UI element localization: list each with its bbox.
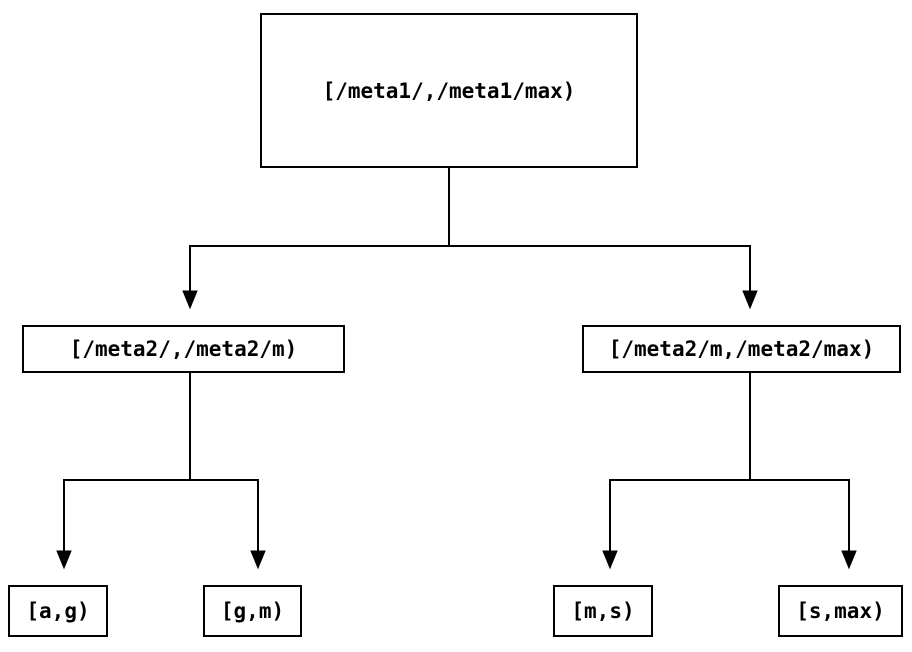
tree-node-mid-left: [/meta2/,/meta2/m): [22, 325, 345, 373]
node-label: [s,max): [796, 599, 885, 623]
tree-node-leaf-ag: [a,g): [8, 585, 108, 637]
node-label: [m,s): [571, 599, 635, 623]
arrowhead-down-icon: [742, 290, 758, 310]
arrowhead-down-icon: [56, 550, 72, 570]
tree-node-leaf-smax: [s,max): [778, 585, 903, 637]
tree-node-root: [/meta1/,/meta1/max): [260, 13, 638, 168]
arrowhead-down-icon: [182, 290, 198, 310]
arrowhead-down-icon: [250, 550, 266, 570]
node-label: [g,m): [220, 599, 285, 623]
arrowhead-down-icon: [602, 550, 618, 570]
tree-node-leaf-ms: [m,s): [553, 585, 653, 637]
tree-node-mid-right: [/meta2/m,/meta2/max): [582, 325, 901, 373]
node-label: [a,g): [26, 599, 90, 623]
node-label: [/meta2/,/meta2/m): [69, 337, 298, 361]
arrowhead-down-icon: [841, 550, 857, 570]
node-label: [/meta2/m,/meta2/max): [608, 337, 875, 361]
node-label: [/meta1/,/meta1/max): [322, 78, 576, 103]
tree-node-leaf-gm: [g,m): [203, 585, 302, 637]
